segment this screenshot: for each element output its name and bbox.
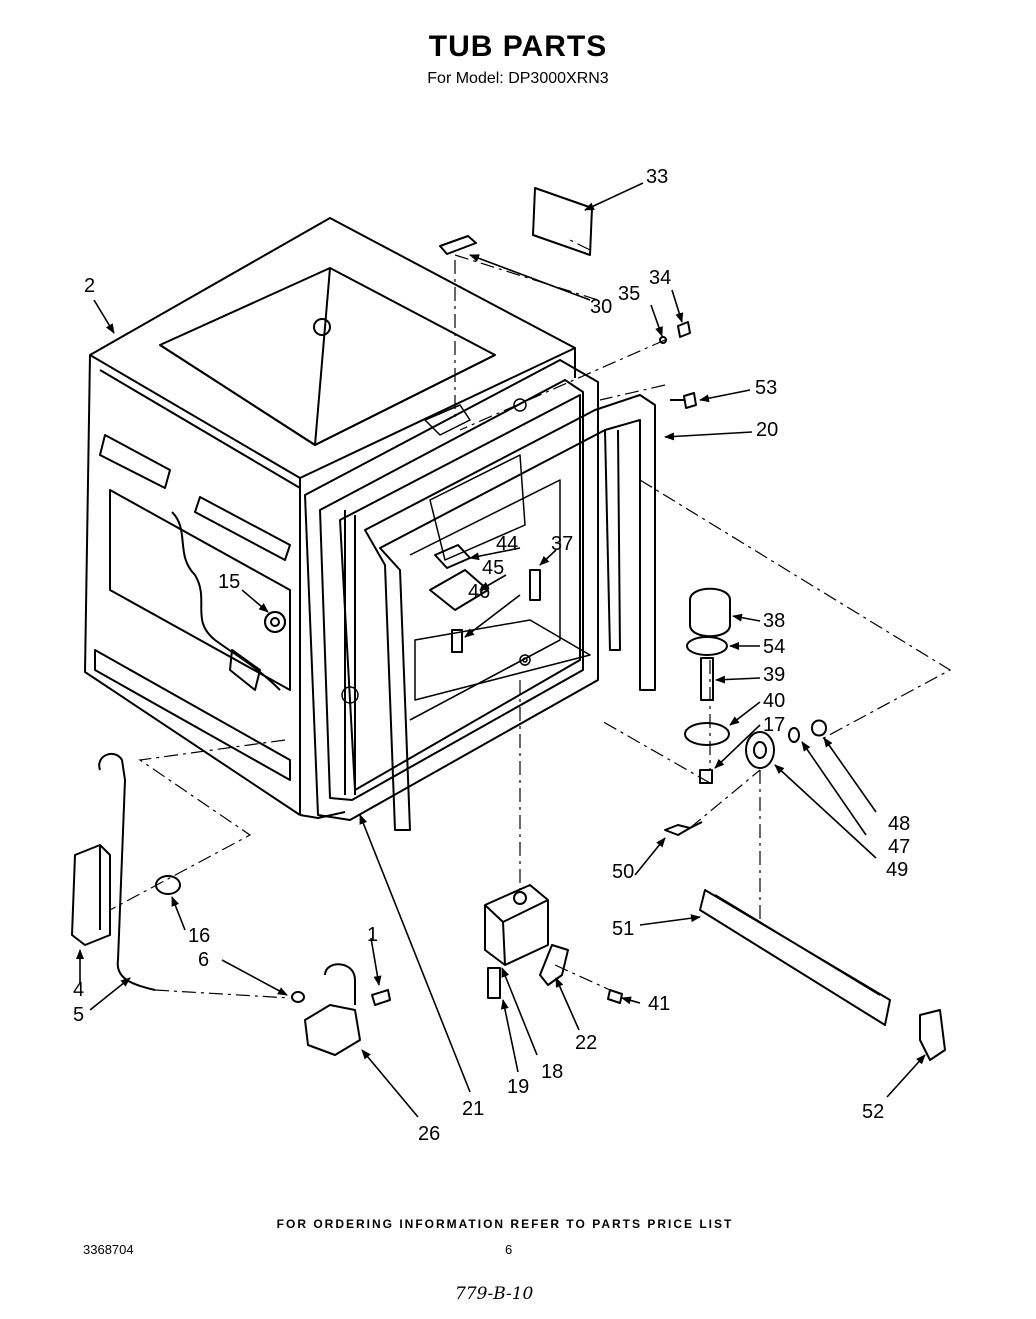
hose-5	[98, 752, 156, 991]
callout-46: 46	[468, 581, 490, 603]
float-38	[689, 587, 731, 638]
callout-26: 26	[418, 1123, 440, 1145]
callout-41: 41	[648, 993, 670, 1015]
clamp-6	[291, 991, 305, 1003]
handwritten-note: 779-B-10	[455, 1284, 534, 1304]
label-plate-33	[532, 187, 593, 256]
screw-41	[607, 989, 623, 1004]
rail-51	[699, 889, 891, 1026]
callout-48: 48	[888, 813, 910, 835]
callout-38: 38	[763, 610, 785, 632]
nut-15	[264, 611, 286, 633]
callout-53: 53	[755, 377, 777, 399]
callout-52: 52	[862, 1101, 884, 1123]
callout-35: 35	[618, 283, 640, 305]
module-box-18	[484, 884, 549, 966]
callout-15: 15	[218, 571, 240, 593]
callout-54: 54	[763, 636, 785, 658]
callout-40: 40	[763, 690, 785, 712]
callout-20: 20	[756, 419, 778, 441]
page-number: 6	[505, 1242, 513, 1257]
document-number: 3368704	[83, 1242, 134, 1257]
callout-16: 16	[188, 925, 210, 947]
callout-33: 33	[646, 166, 668, 188]
screw-50	[664, 821, 703, 836]
assembly-lines	[109, 239, 952, 999]
clip-30	[439, 235, 477, 255]
nut-34	[677, 321, 691, 338]
callout-22: 22	[575, 1032, 597, 1054]
model-subtitle: For Model: DP3000XRN3	[427, 70, 609, 87]
callout-47: 47	[888, 836, 910, 858]
tub-interior	[341, 398, 591, 721]
callout-18: 18	[541, 1061, 563, 1083]
clip-17	[699, 769, 713, 784]
screw-46	[451, 629, 463, 653]
stem-39	[700, 657, 714, 701]
callout-1: 1	[367, 924, 378, 946]
door-seal	[364, 394, 656, 831]
tub-body	[84, 217, 576, 819]
screw-19	[487, 967, 501, 999]
callout-2: 2	[84, 275, 95, 297]
end-cap-52	[919, 1009, 946, 1061]
screw-1	[371, 989, 391, 1006]
washer-35	[659, 336, 667, 344]
leader-arrows	[76, 182, 926, 1118]
callout-34: 34	[649, 267, 671, 289]
washer-47	[788, 727, 800, 743]
plate-40	[684, 722, 730, 746]
bearing-49	[745, 731, 775, 769]
vent-assembly-4	[71, 844, 111, 946]
callout-5: 5	[73, 1004, 84, 1026]
callout-17: 17	[763, 714, 785, 736]
water-valve-26	[304, 963, 361, 1056]
callout-30: 30	[590, 296, 612, 318]
callout-37: 37	[551, 533, 573, 555]
washer-54	[686, 636, 728, 656]
cap-48	[811, 719, 827, 737]
diagram-title: TUB PARTS	[428, 30, 608, 63]
callout-45: 45	[482, 557, 504, 579]
screw-37	[529, 569, 541, 601]
callout-49: 49	[886, 859, 908, 881]
tub-front-frame	[304, 359, 599, 821]
ordering-note: FOR ORDERING INFORMATION REFER TO PARTS …	[276, 1217, 734, 1231]
screw-53	[670, 392, 697, 409]
callout-50: 50	[612, 861, 634, 883]
sensor-22	[539, 944, 569, 986]
callout-51: 51	[612, 918, 634, 940]
callout-19: 19	[507, 1076, 529, 1098]
callout-44: 44	[496, 533, 518, 555]
callout-39: 39	[763, 664, 785, 686]
callout-21: 21	[462, 1098, 484, 1120]
callout-4: 4	[73, 979, 84, 1001]
callout-6: 6	[198, 949, 209, 971]
